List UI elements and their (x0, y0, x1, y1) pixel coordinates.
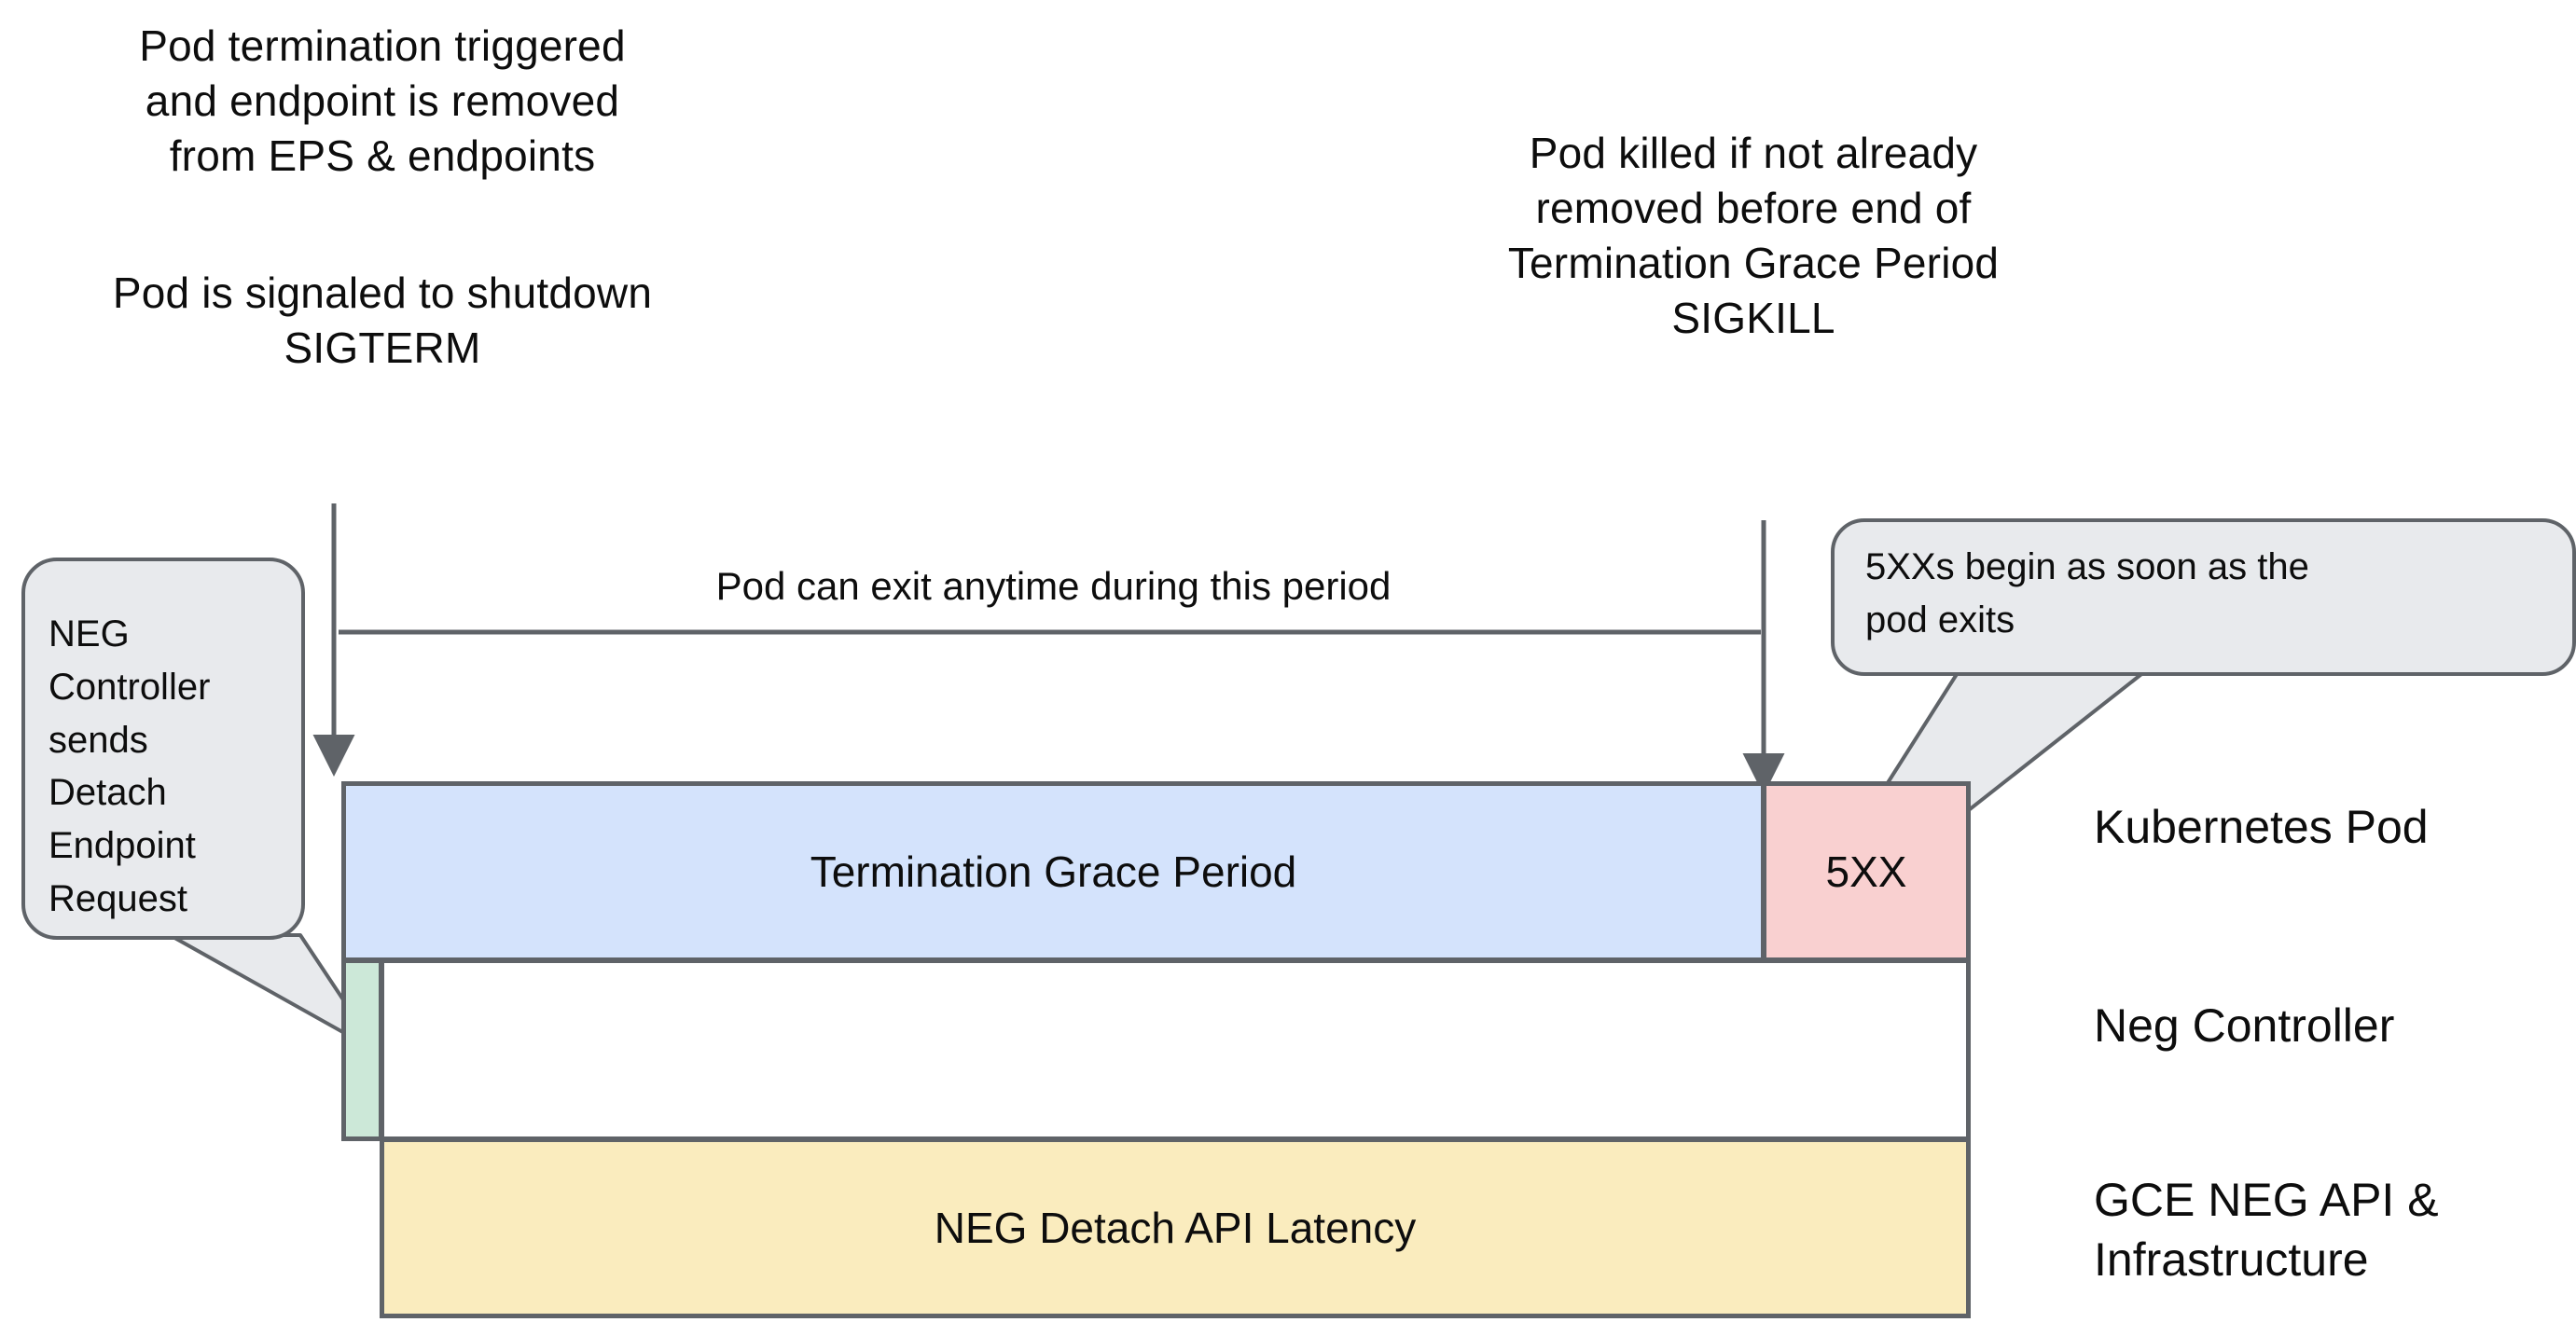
bar-neg-controller-lane[interactable] (380, 958, 1971, 1141)
bar-neg-detach-api-latency-label: NEG Detach API Latency (934, 1204, 1417, 1252)
lane-label-neg-controller: Neg Controller (2094, 999, 2395, 1052)
bar-neg-detach-request[interactable] (341, 958, 383, 1141)
note-pod-termination-triggered: Pod termination triggered and endpoint i… (139, 21, 626, 180)
bar-neg-detach-api-latency[interactable]: NEG Detach API Latency (380, 1137, 1971, 1318)
bar-termination-grace-period[interactable]: Termination Grace Period (341, 781, 1766, 962)
callout-text-five-xx: 5XXs begin as soon as the pod exits (1865, 546, 2309, 640)
note-pod-sigterm: Pod is signaled to shutdown SIGTERM (112, 269, 653, 372)
note-pod-sigkill: Pod killed if not already removed before… (1507, 129, 2000, 342)
caption-pod-can-exit: Pod can exit anytime during this period (715, 564, 1392, 608)
bar-five-xx[interactable]: 5XX (1762, 781, 1971, 962)
bar-five-xx-label: 5XX (1825, 847, 1907, 896)
bar-termination-grace-period-label: Termination Grace Period (810, 847, 1297, 896)
lane-label-kubernetes-pod: Kubernetes Pod (2094, 801, 2429, 853)
callout-text-neg-controller: NEG Controller sends Detach Endpoint Req… (48, 613, 211, 919)
lane-label-gce-neg-api: GCE NEG API & Infrastructure (2094, 1174, 2439, 1286)
